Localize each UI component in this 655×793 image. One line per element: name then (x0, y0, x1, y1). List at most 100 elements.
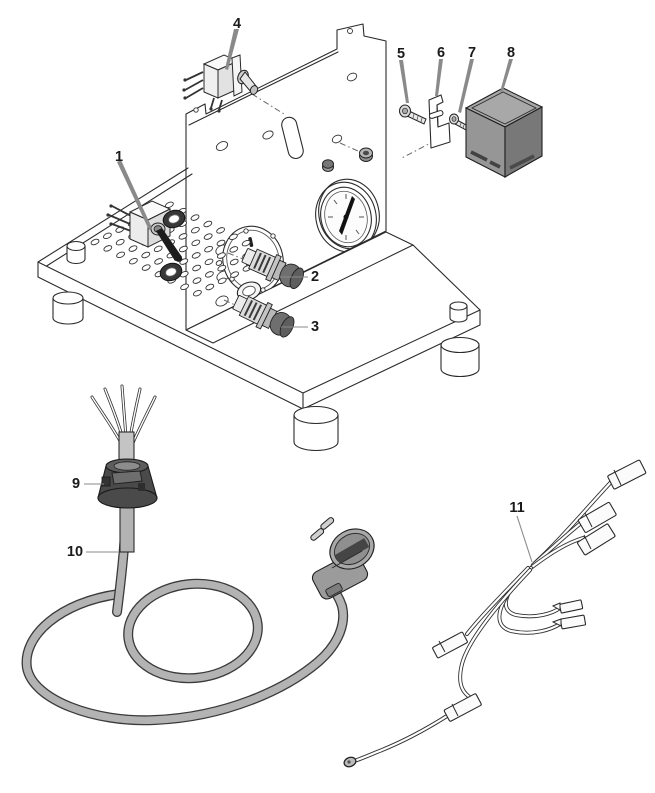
perforation-hole (203, 220, 213, 228)
callout-9: 9 (72, 476, 104, 492)
perforation-hole (90, 238, 100, 246)
callout-6: 6 (435, 45, 445, 96)
gauge-crown (322, 159, 334, 172)
right-foot (440, 336, 480, 378)
perforation-hole (103, 245, 113, 252)
lamp-washer (236, 281, 262, 301)
callout-2: 2 (280, 269, 319, 285)
spade-connector-e (443, 693, 482, 722)
ring-terminal (343, 756, 357, 768)
leader-wedge (500, 59, 513, 92)
perforation-hole (192, 289, 202, 297)
part-10-power-cable (21, 384, 375, 726)
left-foot (52, 291, 84, 325)
switch-nut-upper (162, 209, 186, 229)
spade-connector-small-1 (551, 599, 584, 614)
callout-label-10: 10 (67, 544, 83, 560)
spade-connector-c (577, 523, 616, 556)
perforation-hole (128, 257, 138, 265)
callout-4: 4 (225, 16, 241, 70)
leader-wedge (225, 29, 239, 70)
leader-wedge (435, 59, 443, 96)
part-3-indicator-lamp (223, 288, 299, 343)
spade-connector-b (577, 501, 617, 533)
perforation-hole (217, 264, 227, 272)
perforation-hole (141, 264, 151, 271)
part-1-toggle-switch (106, 200, 186, 282)
perforation-hole (192, 277, 202, 284)
perforation-hole (228, 233, 238, 241)
callout-label-11: 11 (509, 500, 524, 516)
perforation-hole (205, 283, 215, 291)
callout-label-4: 4 (233, 16, 241, 32)
power-plug (310, 517, 375, 600)
back-panel (185, 23, 387, 331)
perforation-hole (191, 252, 201, 259)
callout-label-6: 6 (437, 45, 445, 61)
perforation-hole (141, 251, 151, 259)
cable-inner-loop (123, 578, 263, 684)
perforation-hole (116, 251, 126, 259)
perforation-hole (190, 214, 200, 221)
perforation-hole (204, 271, 214, 278)
switch-bracket (231, 54, 243, 97)
callout-11: 11 (509, 500, 533, 563)
perforation-hole (180, 283, 190, 291)
leader-wedge (399, 60, 409, 103)
perforation-hole (241, 239, 251, 247)
spade-connector-d (432, 631, 468, 659)
part-4-toggle-switch (182, 54, 285, 115)
perforation-hole (191, 239, 201, 247)
spade-connector-a (607, 459, 647, 490)
callout-label-1: 1 (115, 149, 123, 165)
callout-1: 1 (115, 149, 152, 230)
panel-slot (281, 116, 304, 160)
perforation-hole (102, 232, 112, 240)
front-foot (293, 405, 339, 452)
perforation-hole (154, 258, 164, 265)
callout-5: 5 (397, 46, 409, 103)
perforation-hole (178, 245, 188, 253)
left-boss (66, 240, 86, 265)
leader-wedge (458, 59, 474, 113)
perforation-hole (230, 271, 240, 278)
part-11-wiring-harness (343, 459, 647, 768)
perforation-hole (216, 227, 226, 234)
perforation-hole (190, 226, 200, 234)
perforation-hole (216, 252, 226, 259)
part-2-indicator-lamp (227, 241, 309, 294)
perforation-hole (203, 233, 213, 240)
callout-label-2: 2 (311, 269, 319, 285)
cable-outer-loop (21, 581, 349, 726)
callout-label-3: 3 (311, 319, 319, 335)
leader-line (516, 515, 533, 563)
callout-label-7: 7 (468, 45, 476, 61)
perforation-hole (115, 238, 125, 246)
panel-nut (359, 147, 373, 162)
perforation-hole (153, 245, 163, 253)
right-boss (449, 301, 468, 323)
callout-7: 7 (458, 45, 476, 113)
perforation-hole (128, 245, 138, 252)
pressure-gauge (315, 178, 380, 253)
perforation-hole (204, 258, 214, 266)
perforation-hole (229, 246, 239, 253)
switch-lever (156, 228, 182, 261)
part-5-screw (399, 104, 427, 125)
spade-connector-small-2 (551, 614, 587, 630)
leader-wedge (117, 160, 152, 230)
perforation-hole (204, 245, 214, 253)
switch-nut-lower (159, 262, 183, 282)
callout-label-5: 5 (397, 46, 405, 62)
callout-8: 8 (500, 45, 515, 92)
part-8-control-box (464, 87, 544, 178)
callout-label-8: 8 (507, 45, 515, 61)
part-9-grommet (97, 458, 158, 509)
cable-sheath-bottom (119, 503, 135, 553)
perforation-hole (216, 239, 226, 247)
callout-3: 3 (281, 319, 319, 335)
callouts: 1 2 3 4 5 6 7 8 9 10 11 (67, 16, 533, 563)
perforation-hole (229, 258, 239, 266)
